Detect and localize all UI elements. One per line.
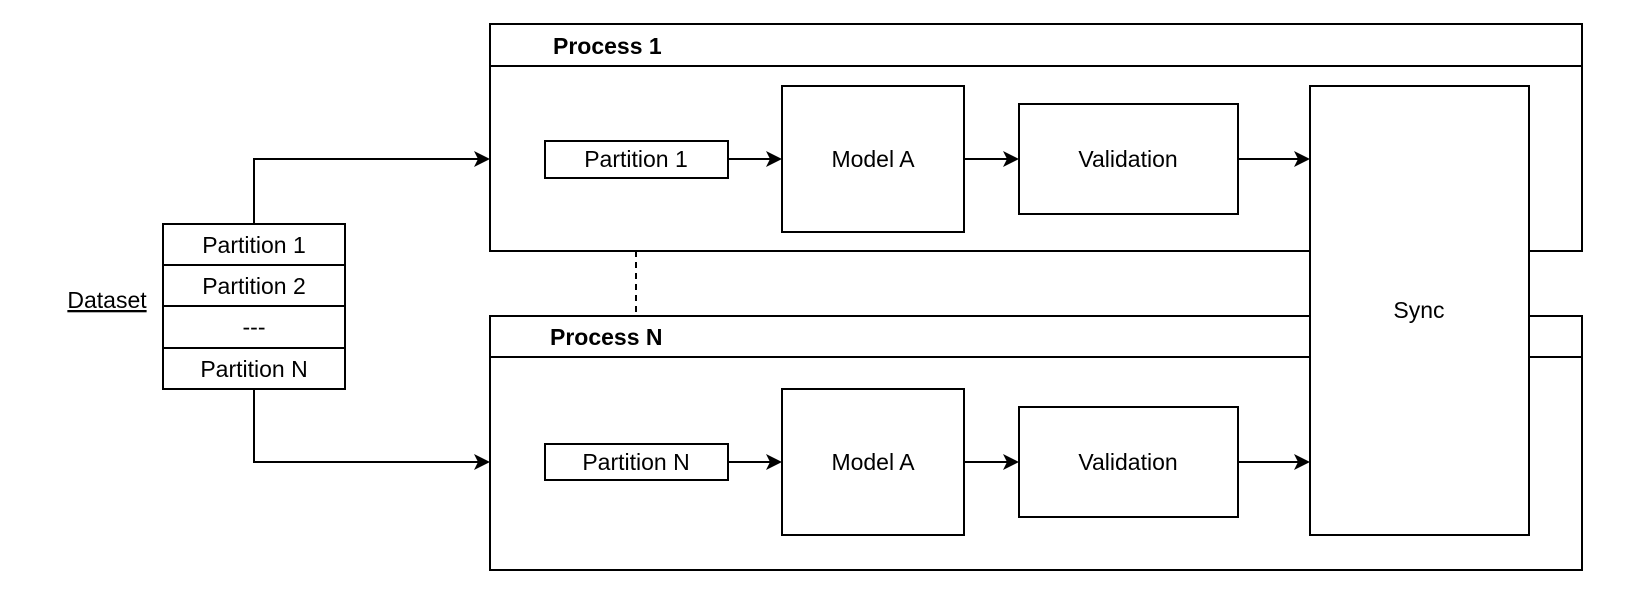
process-1-validation-box: [1018, 103, 1239, 215]
process-1-validation-label: Validation: [1078, 146, 1177, 172]
process-n-model-box: [781, 388, 965, 536]
dataset-partition-2: Partition 2: [202, 273, 306, 299]
arrowhead: [1003, 151, 1019, 167]
process-n-title: Process N: [550, 324, 663, 350]
process-1-partition-label: Partition 1: [584, 146, 688, 172]
arrowhead: [474, 454, 490, 470]
sync-label: Sync: [1393, 297, 1444, 323]
process-1-partition-box: [544, 140, 729, 179]
process-1-model-label: Model A: [831, 146, 915, 172]
process-n-partition-box: [544, 443, 729, 481]
process-1-model-box: [781, 85, 965, 233]
arrowhead: [766, 454, 782, 470]
dataset-label: Dataset: [67, 287, 147, 313]
process-1-title: Process 1: [553, 33, 662, 59]
dataset-to-process-n-arrow: [253, 389, 480, 463]
dataset-partition-ellipsis: ---: [243, 314, 266, 340]
dataset-partition-n: Partition N: [200, 356, 307, 382]
dataset-group: Dataset Partition 1 Partition 2 --- Part…: [67, 223, 346, 390]
arrowhead: [1294, 454, 1310, 470]
arrowhead: [1003, 454, 1019, 470]
process-n-validation-box: [1018, 406, 1239, 518]
dataset-partition-1: Partition 1: [202, 232, 306, 258]
process-n-partition-label: Partition N: [582, 449, 689, 475]
process-n-validation-label: Validation: [1078, 449, 1177, 475]
dataset-to-process-1-arrow: [253, 158, 480, 224]
arrowhead: [1294, 151, 1310, 167]
sync-box: [1309, 85, 1530, 536]
process-n-model-label: Model A: [831, 449, 915, 475]
arrowhead: [474, 151, 490, 167]
arrowhead: [766, 151, 782, 167]
